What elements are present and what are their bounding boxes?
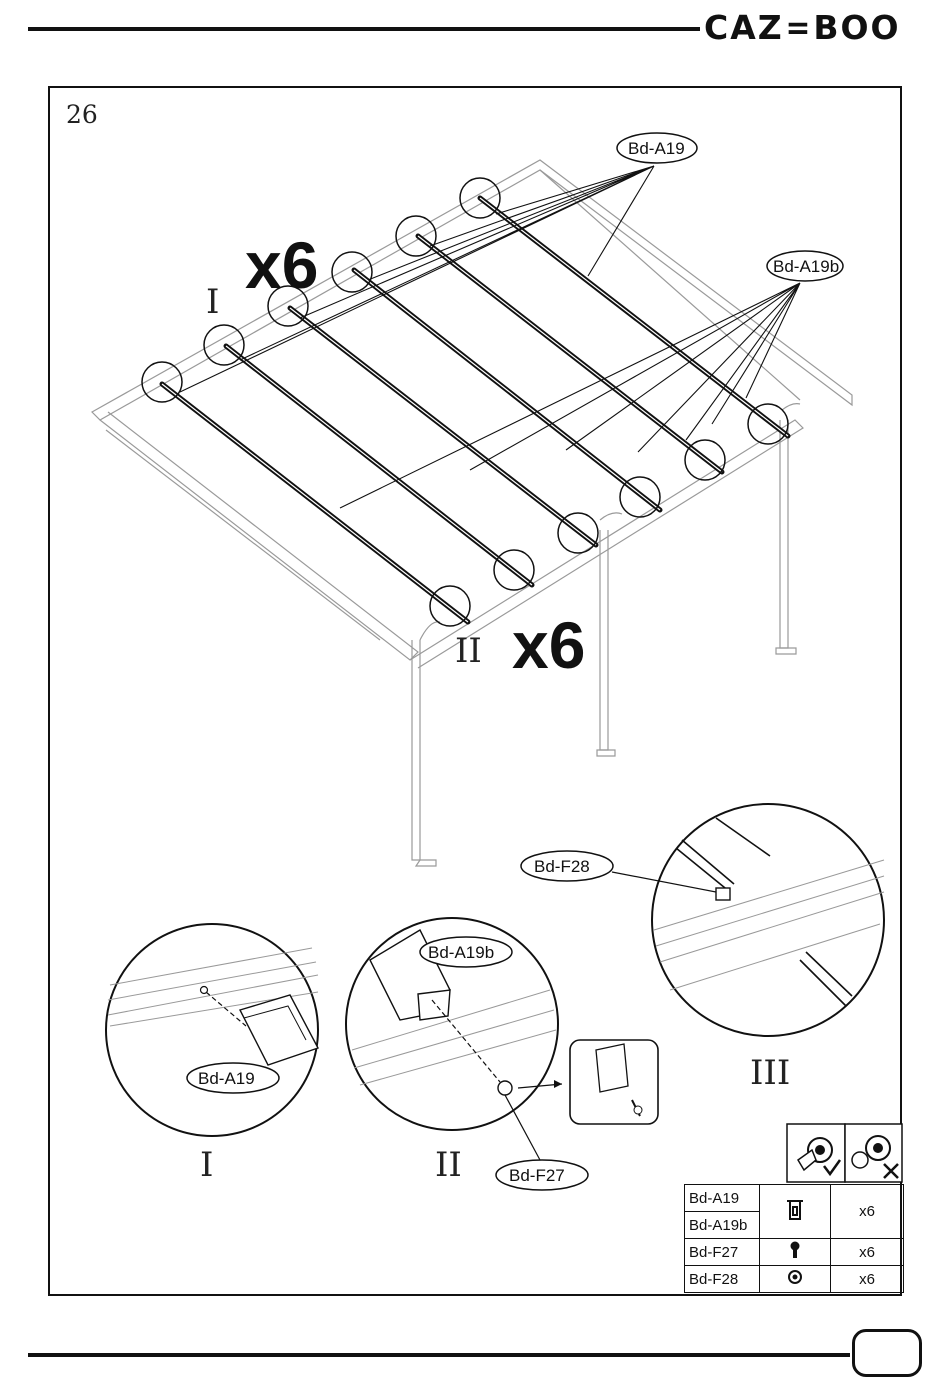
- part-code: Bd-F27: [685, 1239, 760, 1266]
- callout-beam-text: Bd-A19: [628, 139, 685, 158]
- footer-rule: [28, 1353, 850, 1357]
- part-code: Bd-A19: [685, 1185, 760, 1212]
- screw-icon: [760, 1239, 831, 1266]
- parts-table: Bd-A19 x6 Bd-A19b Bd-F27 x6 Bd-F28 x6: [684, 1184, 904, 1293]
- hardware-legend: [787, 1124, 902, 1182]
- nut-icon: [760, 1266, 831, 1293]
- detail1-callout-text: Bd-A19: [198, 1069, 255, 1088]
- detail3-callout-text: Bd-F28: [534, 857, 590, 876]
- detail2-leader: [505, 1095, 540, 1160]
- part-qty: x6: [831, 1239, 904, 1266]
- table-row: Bd-F28 x6: [685, 1266, 904, 1293]
- roman-label-top: I: [206, 282, 219, 322]
- multiplier-bottom: x6: [512, 608, 585, 682]
- detail-label-3: III: [750, 1053, 790, 1093]
- detail-label-1: I: [200, 1145, 213, 1185]
- part-qty: x6: [831, 1266, 904, 1293]
- multiplier-top: x6: [245, 228, 318, 302]
- part-qty: x6: [831, 1185, 904, 1239]
- page-number-box: [852, 1329, 922, 1377]
- table-row: Bd-F27 x6: [685, 1239, 904, 1266]
- detail-circle-1: Bd-A19: [106, 924, 318, 1136]
- table-row: Bd-A19 x6: [685, 1185, 904, 1212]
- leader-lines: [180, 166, 800, 508]
- detail2-callout-top-text: Bd-A19b: [428, 943, 494, 962]
- part-code: Bd-F28: [685, 1266, 760, 1293]
- detail-label-2: II: [435, 1145, 462, 1185]
- end-circles: [142, 178, 788, 626]
- bracket-icon: [760, 1185, 831, 1239]
- detail-circle-3: Bd-F28: [521, 804, 884, 1036]
- callout-beam-b-text: Bd-A19b: [773, 257, 839, 276]
- detail2-callout-bottom-text: Bd-F27: [509, 1166, 565, 1185]
- pergola-frame: [92, 160, 852, 866]
- detail-circle-2: Bd-A19b: [346, 918, 558, 1130]
- part-code: Bd-A19b: [685, 1212, 760, 1239]
- roman-label-bottom: II: [455, 631, 482, 671]
